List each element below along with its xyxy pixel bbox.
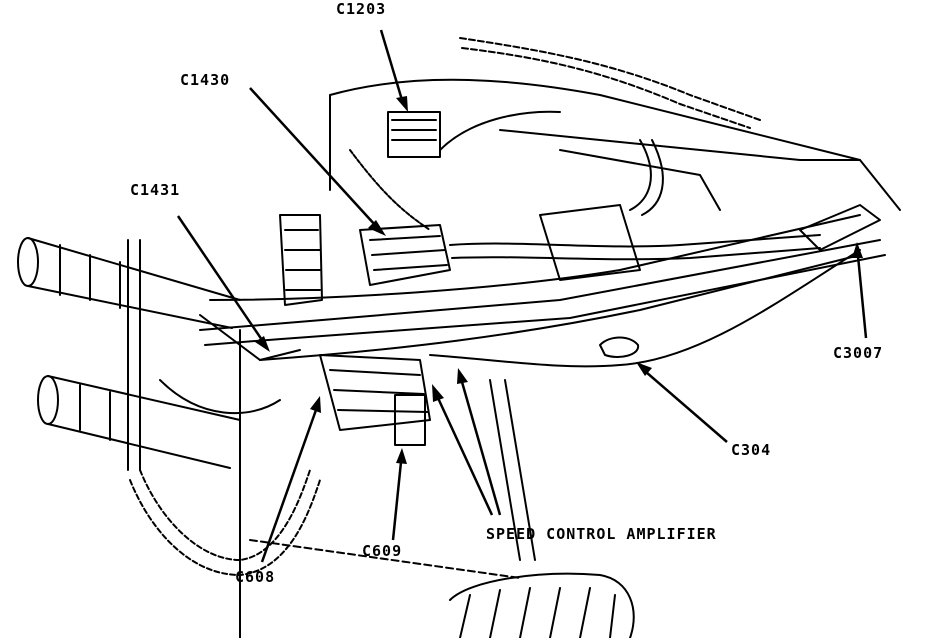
label-c608: C608 bbox=[235, 568, 276, 586]
c304-pointer bbox=[636, 362, 728, 443]
c1203-connector bbox=[349, 110, 561, 231]
c1203-pointer bbox=[379, 29, 408, 112]
label-c1203: C1203 bbox=[336, 0, 387, 18]
c608-pointer bbox=[260, 396, 321, 563]
speed-control-amplifier-module bbox=[319, 354, 431, 446]
left-upper-tube bbox=[17, 237, 241, 329]
center-harness bbox=[279, 204, 821, 306]
label-c609: C609 bbox=[362, 542, 403, 560]
c1430-pointer bbox=[249, 87, 386, 236]
support-bracket bbox=[127, 239, 536, 638]
c609-pointer bbox=[391, 448, 407, 541]
steering-column bbox=[199, 239, 886, 346]
right-connector bbox=[599, 204, 881, 358]
dash-panel bbox=[199, 78, 901, 368]
label-c304: C304 bbox=[731, 441, 772, 459]
top-harness bbox=[459, 37, 761, 216]
callout-pointers bbox=[176, 29, 868, 563]
pedal bbox=[249, 539, 635, 638]
label-c1431: C1431 bbox=[130, 181, 181, 199]
label-c3007: C3007 bbox=[833, 344, 884, 362]
label-c1430: C1430 bbox=[180, 71, 231, 89]
c1431-pointer bbox=[176, 215, 270, 352]
c3007-pointer bbox=[852, 242, 868, 339]
speed-control-pointer bbox=[432, 368, 502, 516]
label-speed-control-amplifier: SPEED CONTROL AMPLIFIER bbox=[486, 525, 717, 543]
